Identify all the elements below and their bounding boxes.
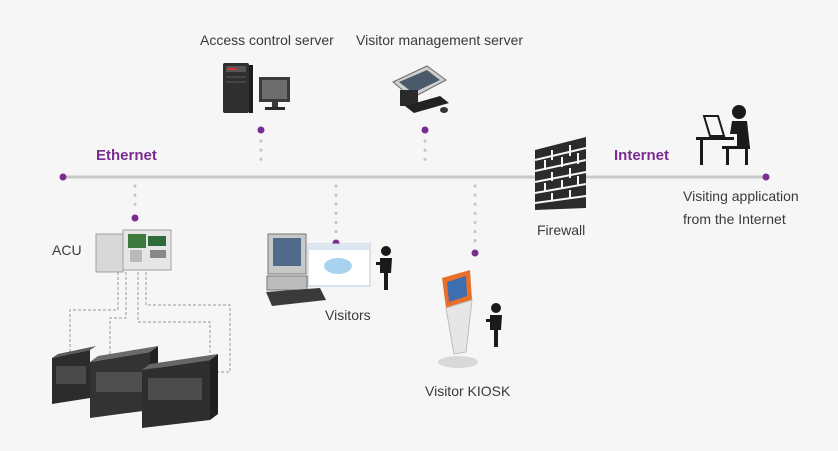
acu-panel-icon (95, 229, 172, 273)
access-server-label: Access control server (200, 32, 334, 48)
person-laptop-icon (696, 105, 750, 165)
visiting-app-label-line2: from the Internet (683, 211, 786, 227)
backbone-right-node (762, 173, 770, 181)
ethernet-label: Ethernet (96, 147, 157, 164)
kiosk-icon (438, 270, 478, 368)
person-icon (376, 246, 392, 290)
firewall-icon (534, 137, 587, 210)
person-icon (486, 303, 502, 347)
connector-kiosk (471, 184, 479, 257)
connector-acu (131, 184, 139, 222)
connector-access-server (257, 126, 265, 170)
acu-wiring (69, 272, 231, 373)
internet-label: Internet (614, 147, 670, 164)
workstation-icon (392, 65, 449, 113)
tower-pc-icon (223, 63, 290, 113)
acu-label: ACU (52, 242, 82, 258)
kiosk-label: Visitor KIOSK (425, 383, 511, 399)
visiting-app-label-line1: Visiting application (683, 188, 799, 204)
firewall-label: Firewall (537, 222, 586, 238)
visitor-server-label: Visitor management server (356, 32, 524, 48)
desktop-pc-icon (266, 233, 371, 306)
backbone-left-node (59, 173, 67, 181)
visitors-label: Visitors (325, 307, 371, 323)
connector-visitor-server (421, 126, 429, 170)
connector-visitors (332, 184, 340, 247)
turnstile-gates-icon (52, 346, 218, 428)
